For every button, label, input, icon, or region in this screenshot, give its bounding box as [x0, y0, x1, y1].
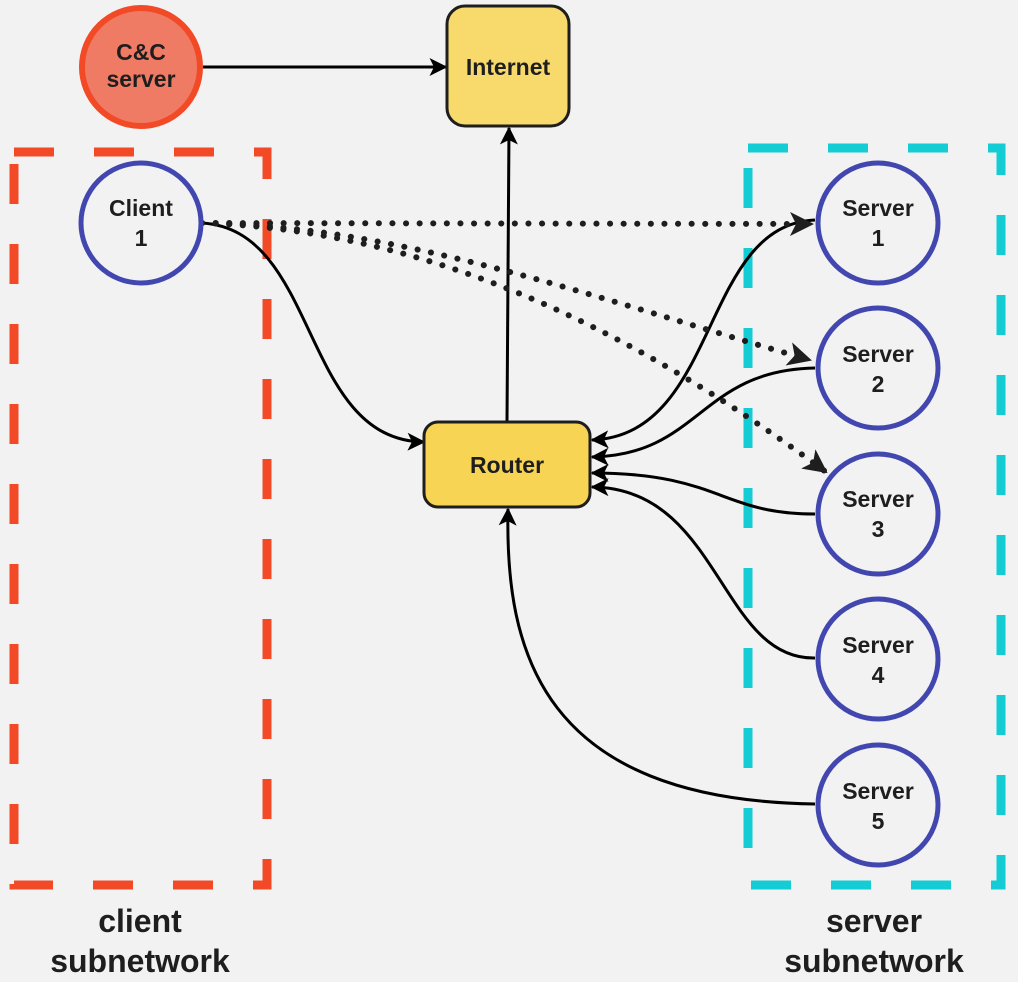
server-subnetwork-label-line2: subnetwork	[784, 943, 964, 979]
edge-server4-to-router	[590, 478, 816, 660]
server5-label-line1: Server	[842, 778, 914, 804]
server3-label-line1: Server	[842, 486, 914, 512]
router-label: Router	[470, 452, 544, 478]
server3-label-line2: 3	[872, 516, 885, 542]
edge-client1-to-server2-dotted	[199, 220, 813, 366]
node-server3[interactable]: Server 3	[815, 451, 941, 577]
edge-router-to-internet	[499, 126, 518, 422]
server4-label-line1: Server	[842, 632, 914, 658]
server1-label-line2: 1	[872, 225, 885, 251]
edge-client1-to-router	[201, 221, 426, 451]
node-server2[interactable]: Server 2	[815, 305, 941, 431]
node-internet[interactable]: Internet	[445, 4, 571, 128]
server1-label-line1: Server	[842, 195, 914, 221]
server-subnetwork-boundary	[743, 143, 1006, 890]
edge-client1-to-server3-dotted	[199, 220, 829, 475]
server2-label-line1: Server	[842, 341, 914, 367]
client-subnetwork-boundary	[9, 147, 272, 890]
node-server1[interactable]: Server 1	[815, 160, 941, 286]
client1-label-line2: 1	[135, 225, 148, 251]
client-subnetwork-label-line1: client	[98, 903, 182, 939]
edge-server5-to-router	[498, 507, 816, 806]
server-subnetwork-label-line1: server	[826, 903, 922, 939]
client-subnetwork-label-line2: subnetwork	[50, 943, 230, 979]
client1-label-line1: Client	[109, 195, 173, 221]
cc-label-line1: C&C	[116, 39, 166, 65]
cc-label-line2: server	[106, 66, 175, 92]
server4-label-line2: 4	[872, 662, 885, 688]
server2-label-line2: 2	[872, 371, 885, 397]
node-server5[interactable]: Server 5	[815, 742, 941, 868]
server5-label-line2: 5	[872, 808, 885, 834]
edge-server2-to-router	[590, 366, 816, 466]
node-client1[interactable]: Client 1	[78, 160, 204, 286]
internet-label: Internet	[466, 54, 551, 80]
node-cc-server[interactable]: C&C server	[79, 5, 203, 129]
edge-server3-to-router	[590, 464, 816, 516]
node-server4[interactable]: Server 4	[815, 596, 941, 722]
node-router[interactable]: Router	[422, 420, 592, 509]
